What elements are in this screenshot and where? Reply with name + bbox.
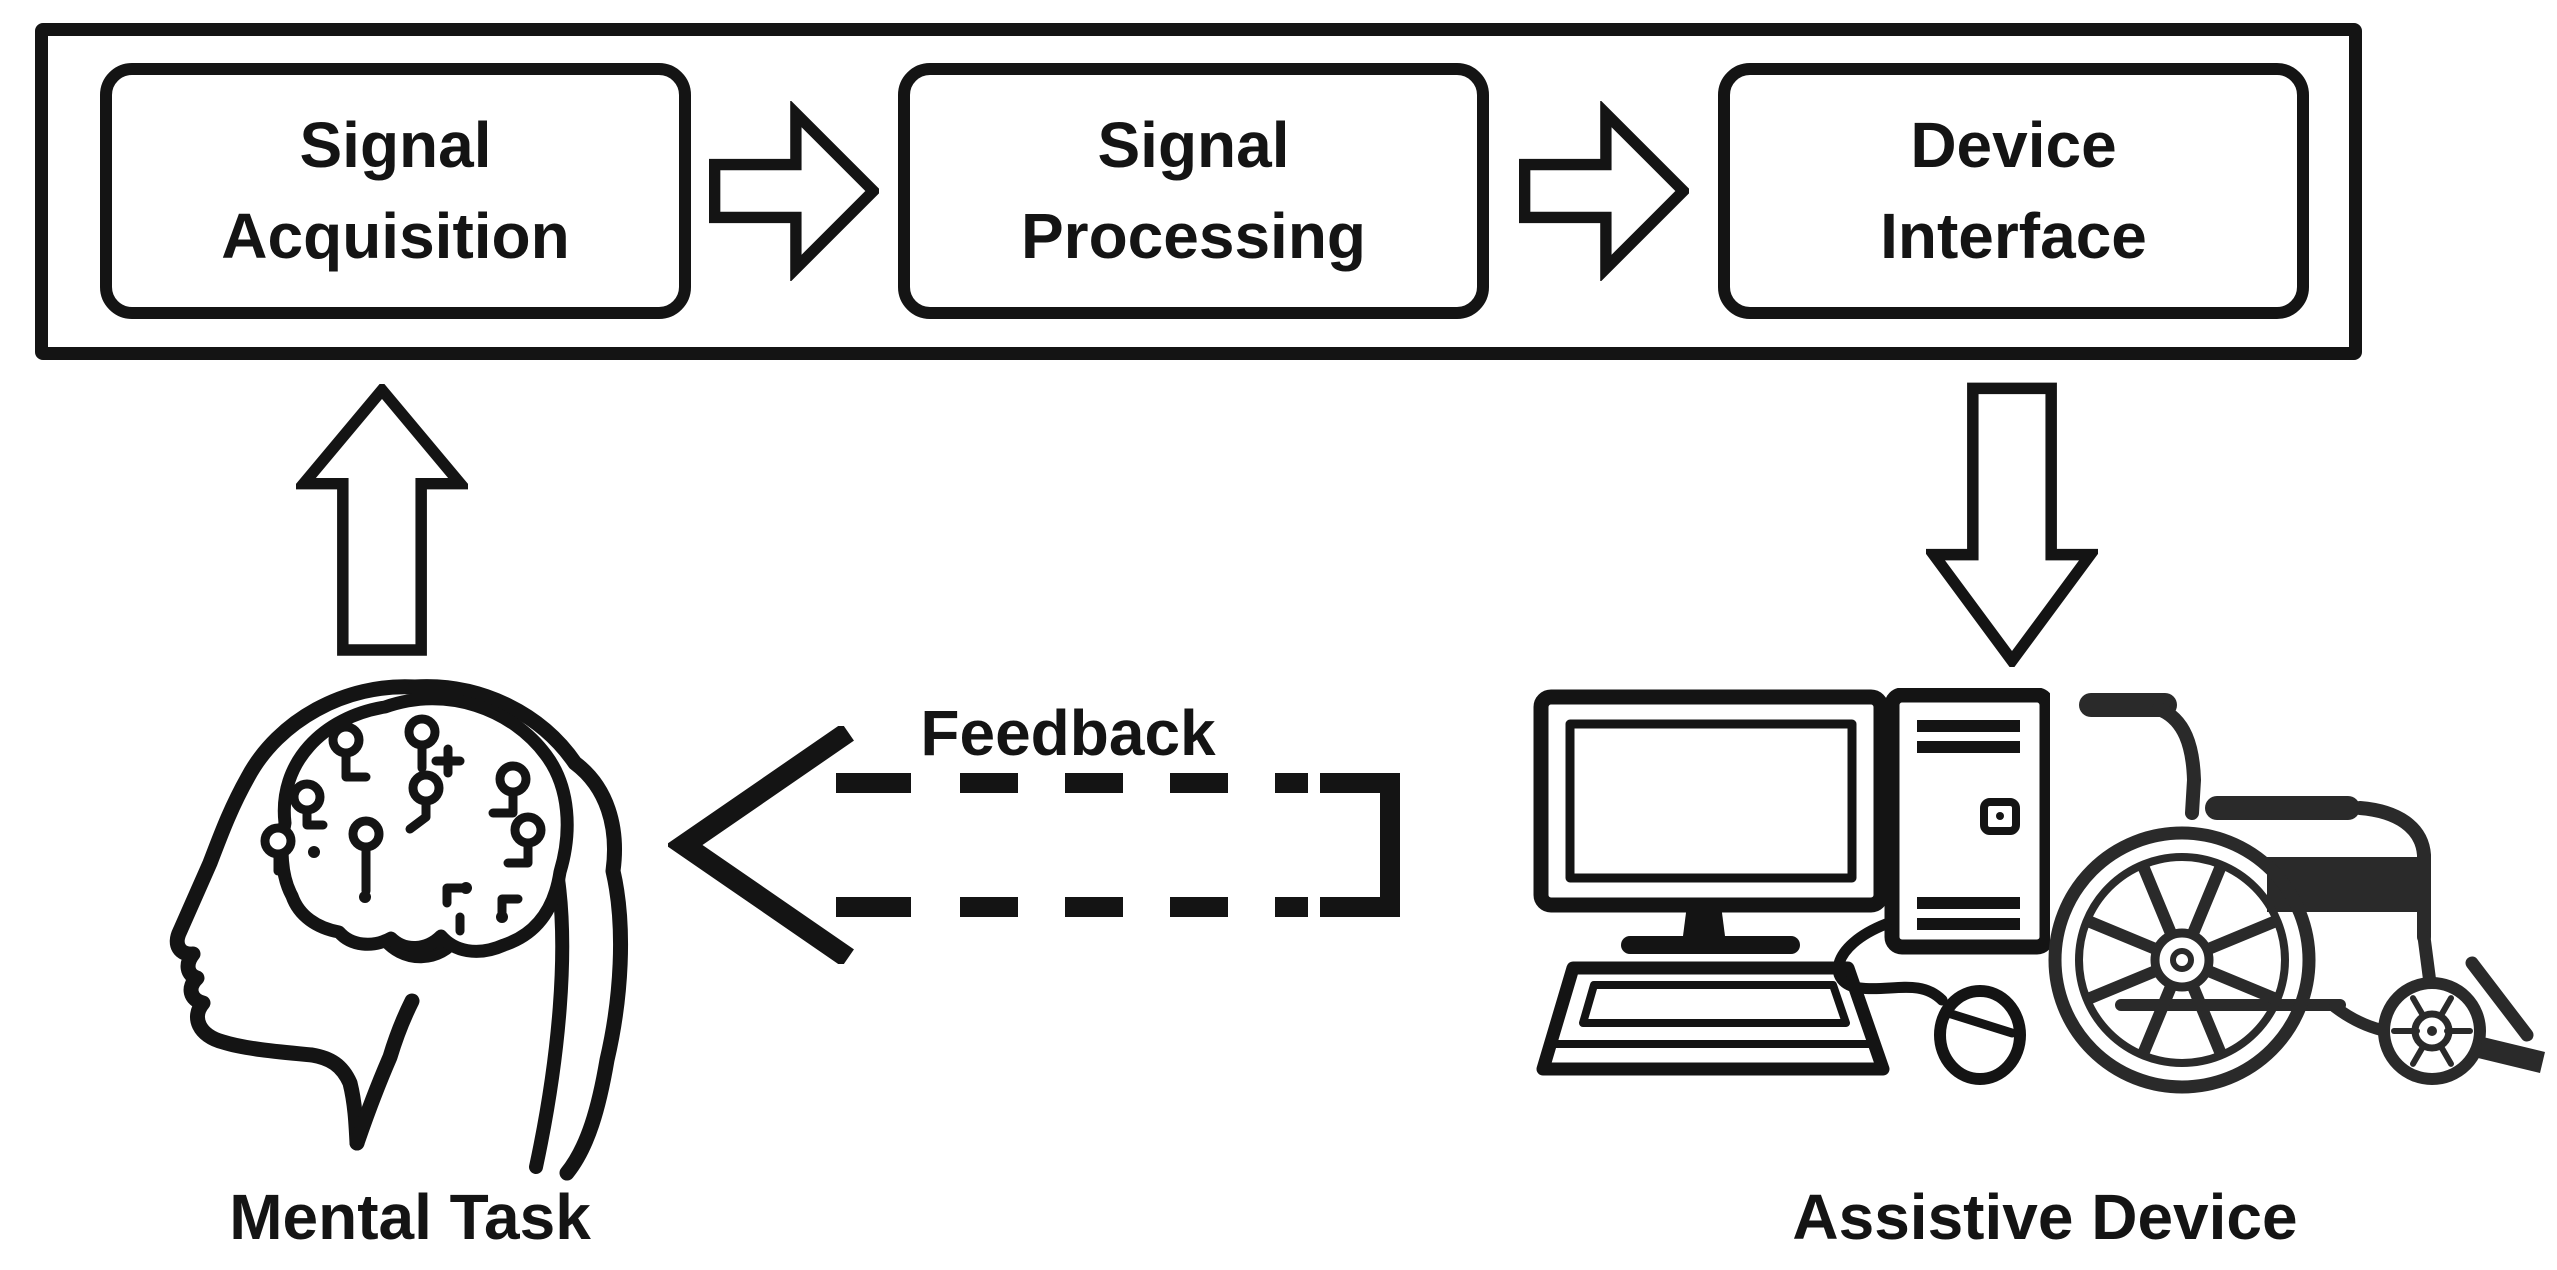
mouse: [1832, 918, 2026, 1085]
stage-label-line: Signal: [299, 109, 492, 182]
assistive-device-label: Assistive Device: [1792, 1181, 2298, 1253]
monitor: [1533, 689, 1889, 954]
stage-label-line: Processing: [1020, 200, 1367, 272]
brain-circuit-dots: [308, 846, 508, 923]
wheelchair-footplate: [2478, 1037, 2545, 1073]
wheelchair-armrest: [2205, 796, 2360, 820]
wheelchair-rear-wheel: [2048, 826, 2316, 1094]
block-arrow-down-icon: [1926, 382, 2098, 667]
stage-box-signal-acquisition: Signal Acquisition: [100, 63, 691, 319]
stage-box-device-interface: Device Interface: [1718, 63, 2309, 319]
mental-task-label: Mental Task: [229, 1181, 591, 1253]
stage-label-line: Acquisition: [221, 200, 570, 272]
stage-label-line: Interface: [1880, 200, 2147, 272]
block-arrow-right-icon: [1519, 101, 1689, 281]
wheelchair-icon: [2048, 693, 2545, 1094]
wheelchair-caster-wheel: [2378, 977, 2486, 1085]
feedback-label: Feedback: [920, 697, 1216, 769]
head-brain-circuit-icon: [169, 679, 629, 1181]
keyboard: [1536, 961, 1890, 1076]
stage-label-line: Signal: [1097, 109, 1290, 182]
feedback-dashed-arrow-icon: [668, 726, 1400, 964]
stage-box-signal-processing: Signal Processing: [898, 63, 1489, 319]
desktop-computer-icon: [1533, 688, 2050, 1085]
wheelchair-footrest-bar: [2465, 956, 2534, 1042]
stage-label-line: Device: [1910, 109, 2117, 182]
block-arrow-up-icon: [296, 384, 468, 656]
computer-tower: [1884, 688, 2050, 955]
block-arrow-right-icon: [709, 101, 879, 281]
